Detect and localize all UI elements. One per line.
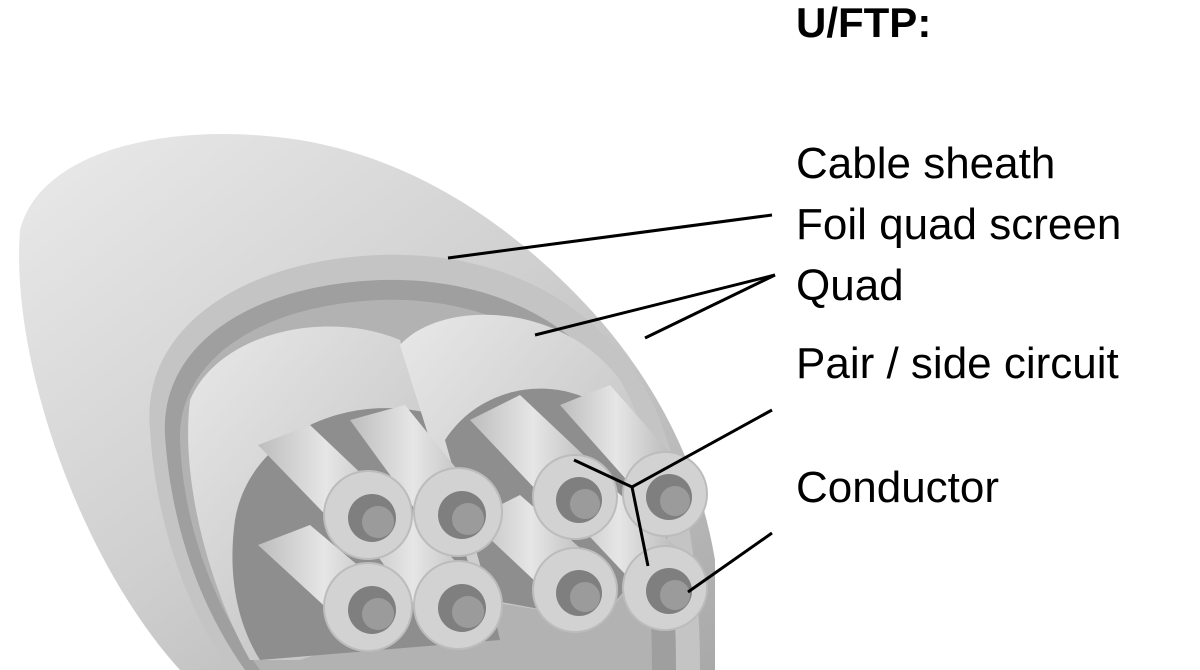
label-cable-sheath: Cable sheath xyxy=(796,139,1056,188)
conductor-ends xyxy=(323,451,708,652)
label-conductor: Conductor xyxy=(796,463,1000,512)
leader-pair xyxy=(631,408,773,489)
label-quad: Quad xyxy=(796,261,904,310)
leader-pair-split-a xyxy=(573,458,633,489)
leader-pair-split-b xyxy=(630,486,650,567)
label-foil-quad-screen: Foil quad screen xyxy=(796,200,1122,249)
leader-quad-a xyxy=(534,273,776,337)
leader-lines xyxy=(447,213,776,594)
diagram-title: U/FTP: xyxy=(796,0,932,46)
leader-foil xyxy=(447,213,773,260)
leader-conductor xyxy=(687,531,773,594)
leader-quad-b xyxy=(644,273,776,340)
label-pair-side-circuit: Pair / side circuit xyxy=(796,339,1119,388)
